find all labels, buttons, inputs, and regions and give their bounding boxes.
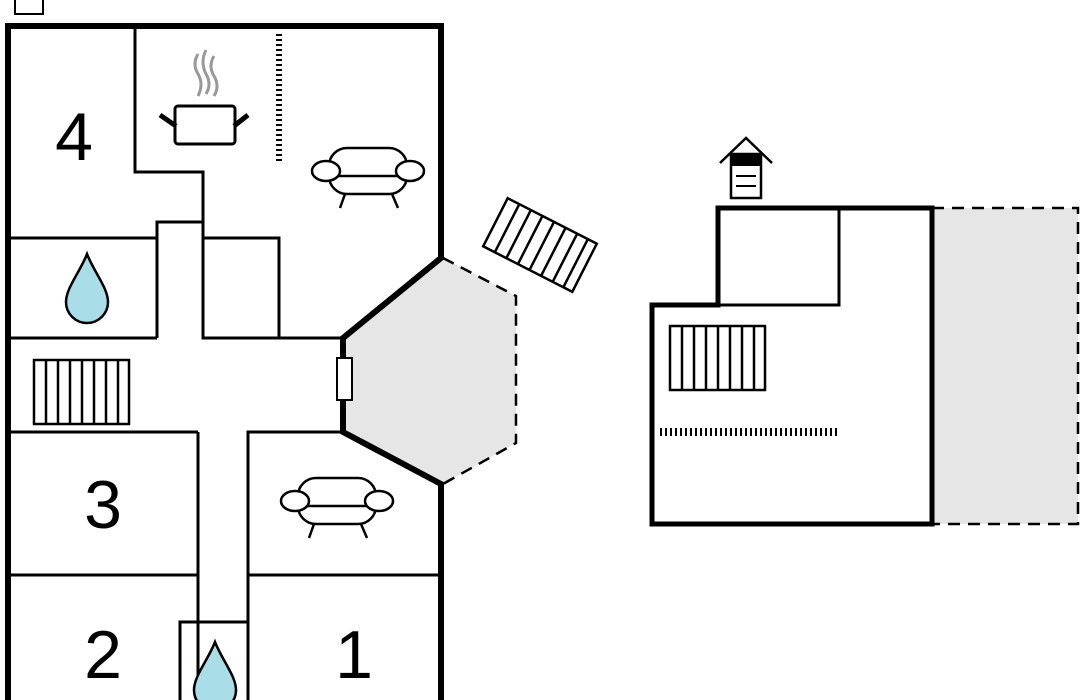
stairs-icon — [32, 358, 131, 426]
sofa-icon — [279, 476, 395, 539]
room-4-label: 4 — [55, 99, 93, 175]
room-1-label: 1 — [335, 617, 373, 693]
window-icon — [336, 357, 353, 401]
water-drop-icon — [192, 638, 238, 700]
stairs-icon — [481, 196, 599, 294]
terrace — [343, 258, 516, 484]
stairs-icon — [668, 324, 767, 392]
upper-floor — [649, 136, 1080, 527]
room-2-label: 2 — [84, 617, 122, 693]
outer-wall — [5, 23, 444, 700]
kitchen-pot-icon — [158, 49, 250, 146]
terrace-dashed-edge — [442, 256, 518, 486]
terrace-dashed-edge — [932, 206, 1080, 526]
water-drop-icon — [64, 250, 110, 325]
room-3-label: 3 — [84, 467, 122, 543]
terrace — [932, 208, 1078, 524]
chimney-icon — [719, 136, 773, 200]
interior-walls — [718, 210, 841, 307]
entry-marker — [14, 0, 44, 15]
interior-walls — [8, 28, 441, 700]
ground-floor: 4 3 2 1 — [5, 0, 599, 700]
sofa-icon — [310, 146, 426, 209]
